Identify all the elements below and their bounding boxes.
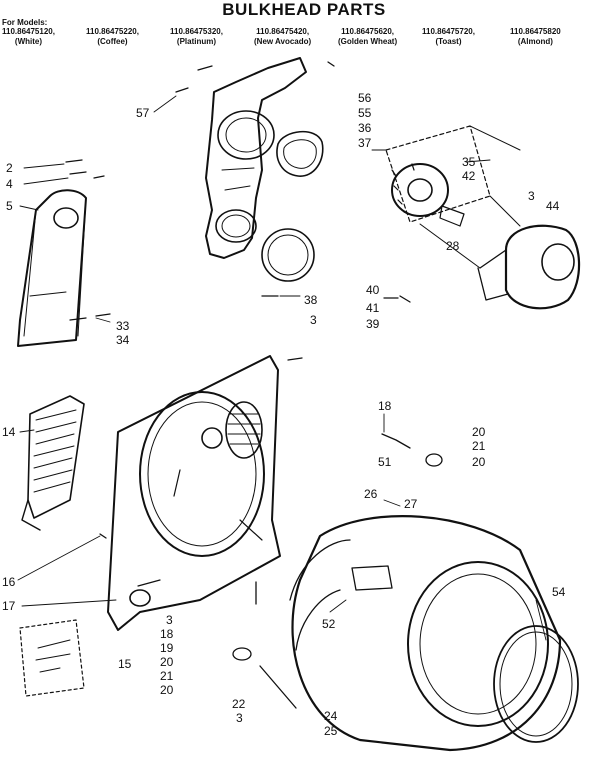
callout-20: 20 <box>472 425 486 439</box>
callout-20: 20 <box>472 455 486 469</box>
callout-3: 3 <box>236 711 243 725</box>
callout-38: 38 <box>304 293 318 307</box>
model-color: (Almond) <box>517 37 553 46</box>
model-number: 110.86475120, <box>2 27 55 36</box>
callout-3: 3 <box>166 613 173 627</box>
front-bulkhead-part <box>107 355 281 631</box>
model-color: (White) <box>14 37 43 46</box>
model-item: 110.86475320,(Platinum) <box>170 27 223 46</box>
callout-39: 39 <box>366 317 380 331</box>
model-color: (Platinum) <box>176 37 217 46</box>
callout-5: 5 <box>6 199 13 213</box>
callout-52: 52 <box>322 617 336 631</box>
model-list: 110.86475120,(White) 110.86475220,(Coffe… <box>2 27 606 53</box>
callout-24: 24 <box>324 709 338 723</box>
callout-33: 33 <box>116 319 130 333</box>
model-item: 110.86475420,(New Avocado) <box>254 27 311 46</box>
rear-bulkhead-part <box>205 57 307 259</box>
callout-41: 41 <box>366 301 380 315</box>
callout-37: 37 <box>358 136 372 150</box>
model-color: (New Avocado) <box>254 37 312 46</box>
callout-18: 18 <box>378 399 392 413</box>
motor-inset-part <box>19 619 85 697</box>
callout-26: 26 <box>364 487 378 501</box>
callout-22: 22 <box>232 697 246 711</box>
model-item: 110.86475720,(Toast) <box>422 27 475 46</box>
heater-housing-part <box>385 125 521 227</box>
callout-34: 34 <box>116 333 130 347</box>
callout-3: 3 <box>310 313 317 327</box>
model-number: 110.86475820 <box>510 27 561 36</box>
model-number: 110.86475220, <box>86 27 139 36</box>
callout-20: 20 <box>160 683 174 697</box>
callout-56: 56 <box>358 91 372 105</box>
callout-14: 14 <box>2 425 16 439</box>
callout-15: 15 <box>118 657 132 671</box>
callout-54: 54 <box>552 585 566 599</box>
model-item: 110.86475120,(White) <box>2 27 55 46</box>
callout-17: 17 <box>2 599 16 613</box>
callout-21: 21 <box>472 439 486 453</box>
lower-seal-ring-part <box>261 228 315 282</box>
callout-19: 19 <box>160 641 174 655</box>
callout-55: 55 <box>358 106 372 120</box>
model-color: (Coffee) <box>97 37 128 46</box>
callout-28: 28 <box>446 239 460 253</box>
callout-2: 2 <box>6 161 13 175</box>
side-panel-part <box>17 189 87 347</box>
model-color: (Golden Wheat) <box>338 37 398 46</box>
callout-16: 16 <box>2 575 16 589</box>
callout-57: 57 <box>136 106 150 120</box>
model-number: 110.86475620, <box>341 27 395 36</box>
blower-housing-part <box>419 223 581 310</box>
callout-25: 25 <box>324 724 338 738</box>
heating-element-part <box>21 395 85 531</box>
model-color: (Toast) <box>435 37 462 46</box>
callout-3: 3 <box>528 189 535 203</box>
model-item: 110.86475620,(Golden Wheat) <box>338 27 397 46</box>
drum-seal-ring-part <box>493 625 579 743</box>
callout-21: 21 <box>160 669 174 683</box>
callout-36: 36 <box>358 121 372 135</box>
page-title: BULKHEAD PARTS <box>222 0 386 19</box>
leader-lines <box>17 95 547 641</box>
models-label: For Models: <box>2 18 48 27</box>
model-item: 110.86475220,(Coffee) <box>86 27 139 46</box>
callout-51: 51 <box>378 455 392 469</box>
callout-35: 35 <box>462 155 476 169</box>
model-number: 110.86475720, <box>422 27 475 36</box>
rear-seal-ring-part <box>276 130 324 177</box>
callout-27: 27 <box>404 497 418 511</box>
callout-4: 4 <box>6 177 13 191</box>
callout-44: 44 <box>546 199 560 213</box>
callout-20: 20 <box>160 655 174 669</box>
callout-42: 42 <box>462 169 476 183</box>
callout-18: 18 <box>160 627 174 641</box>
model-number: 110.86475420, <box>256 27 310 36</box>
drum-part <box>289 515 562 752</box>
callout-40: 40 <box>366 283 380 297</box>
model-number: 110.86475320, <box>170 27 223 36</box>
fastener-parts <box>65 61 443 709</box>
model-item: 110.86475820(Almond) <box>510 27 561 46</box>
